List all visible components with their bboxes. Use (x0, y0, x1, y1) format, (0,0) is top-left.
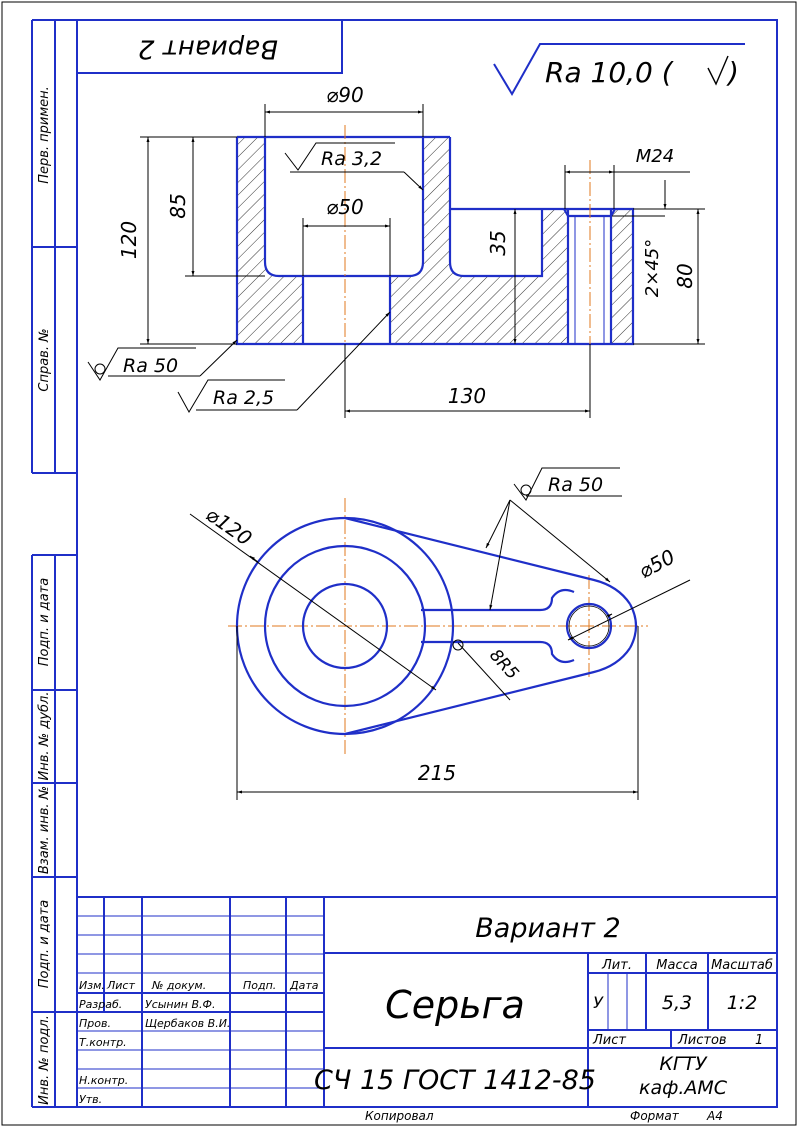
ra-2-5-label: Ra 2,5 (213, 387, 274, 409)
lbl-sheet: Лист (592, 1033, 626, 1048)
col-izm: Изм. (79, 979, 105, 992)
margin-podp-data-2: Подп. и дата (37, 900, 52, 989)
dim-d50-top: ⌀50 (635, 544, 679, 583)
title-material: СЧ 15 ГОСТ 1412-85 (314, 1065, 596, 1096)
title-part-name: Серьга (385, 983, 525, 1027)
ra-3-2-label: Ra 3,2 (321, 148, 382, 170)
variant-label-inverted: Вариант 2 (138, 34, 278, 64)
ra-50-front-label: Ra 50 (123, 355, 178, 377)
row-razrab: Разраб. (79, 998, 122, 1011)
dim-r5: 8R5 (485, 646, 522, 684)
col-doc: № докум. (151, 979, 206, 992)
title-variant: Вариант 2 (475, 913, 620, 944)
lbl-sheets: Листов (677, 1033, 727, 1048)
row-nkontr: Н.контр. (79, 1074, 128, 1087)
val-scale: 1:2 (727, 992, 758, 1014)
top-view: ⌀120 ⌀50 8R5 215 Ra 50 (189, 467, 691, 800)
val-sheets: 1 (755, 1033, 763, 1048)
dim-d50-front: ⌀50 (326, 195, 364, 219)
front-section-view: ⌀90 ⌀50 M24 85 120 35 80 2×45° 130 Ra 3,… (87, 83, 705, 418)
dim-215: 215 (418, 761, 456, 785)
row-tkontr: Т.контр. (79, 1036, 127, 1049)
margin-vzam-inv: Взам. инв. № (37, 786, 52, 874)
col-list: Лист (106, 979, 135, 992)
ra-50-top-label: Ra 50 (548, 474, 603, 496)
margin-podp-data-1: Подп. и дата (37, 578, 52, 667)
general-roughness-text: Ra 10,0 ( (545, 56, 674, 89)
dim-chamfer: 2×45° (642, 239, 663, 297)
val-lit: У (593, 993, 604, 1012)
dim-d90: ⌀90 (326, 83, 364, 107)
dim-80: 80 (673, 263, 697, 288)
row-utv: Утв. (79, 1093, 102, 1106)
title-org-1: КГТУ (659, 1053, 708, 1075)
left-margin (31, 19, 77, 1108)
roughness-check-icon (707, 55, 729, 86)
title-block: Вариант 2 Серьга СЧ 15 ГОСТ 1412-85 КГТУ… (77, 896, 777, 1107)
margin-sprav-no: Справ. № (37, 328, 52, 391)
col-data: Дата (289, 979, 319, 992)
hdr-scale: Масштаб (711, 958, 773, 973)
drawing-frame (76, 19, 778, 1108)
prov-name: Щербаков В.И. (145, 1017, 230, 1030)
dim-m24: M24 (636, 146, 674, 167)
footer-copied: Копировал (365, 1109, 434, 1123)
footer-format-value: A4 (706, 1109, 723, 1123)
row-prov: Пров. (79, 1017, 111, 1030)
razrab-name: Усынин В.Ф. (145, 998, 215, 1011)
dim-35: 35 (486, 230, 510, 255)
val-mass: 5,3 (662, 992, 692, 1014)
variant-box (76, 19, 343, 74)
hdr-mass: Масса (656, 958, 697, 973)
margin-perv-primen: Перв. примен. (37, 86, 52, 184)
dim-130: 130 (448, 384, 486, 408)
general-roughness-symbol: Ra 10,0 ( ) (493, 43, 745, 96)
dim-d120: ⌀120 (202, 502, 257, 550)
margin-inv-podl: Инв. № подл. (37, 1015, 52, 1105)
title-org-2: каф.АМС (639, 1077, 728, 1099)
col-podp: Подп. (243, 979, 276, 992)
footer-format-label: Формат (630, 1109, 680, 1123)
margin-inv-dubl: Инв. № дубл. (37, 692, 52, 781)
dim-120: 120 (117, 221, 141, 259)
hdr-lit: Лит. (601, 958, 632, 973)
dim-85: 85 (166, 193, 190, 218)
general-roughness-close: ) (726, 56, 739, 89)
